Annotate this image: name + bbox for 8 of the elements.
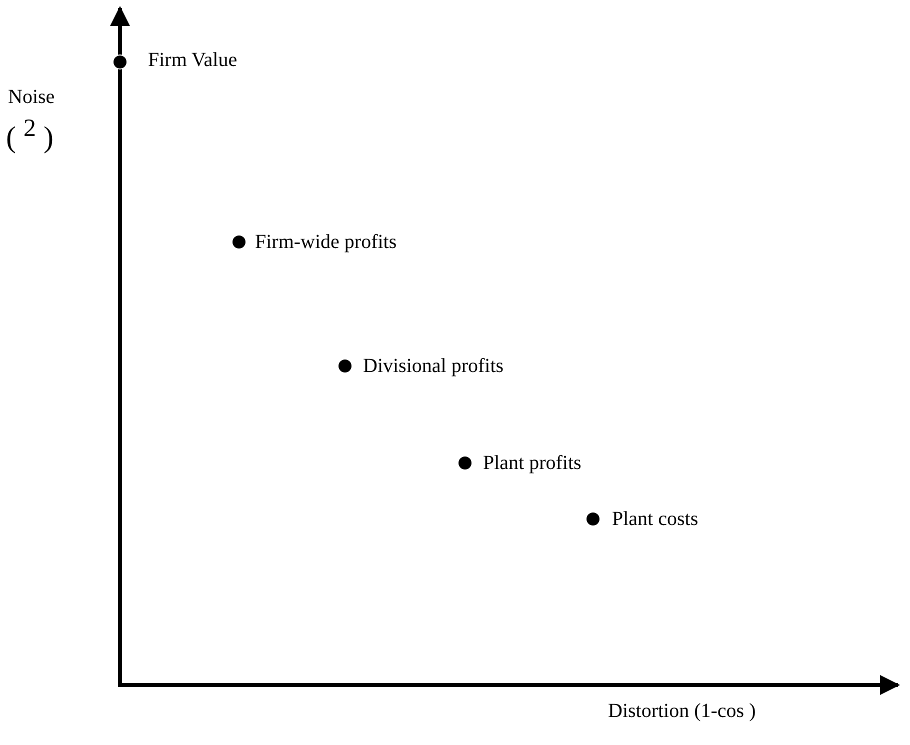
- axis-unit: ( $^{2}$ ): [6, 114, 54, 155]
- point-label: Divisional profits: [363, 355, 504, 377]
- point-label: Firm Value: [148, 49, 238, 71]
- axis-title: Noise: [8, 86, 55, 108]
- point-label: Firm-wide profits: [255, 231, 397, 253]
- axis-title: Distortion (1-cos ): [608, 700, 756, 722]
- point-label: Plant costs: [612, 508, 698, 530]
- point-label: Plant profits: [483, 452, 582, 474]
